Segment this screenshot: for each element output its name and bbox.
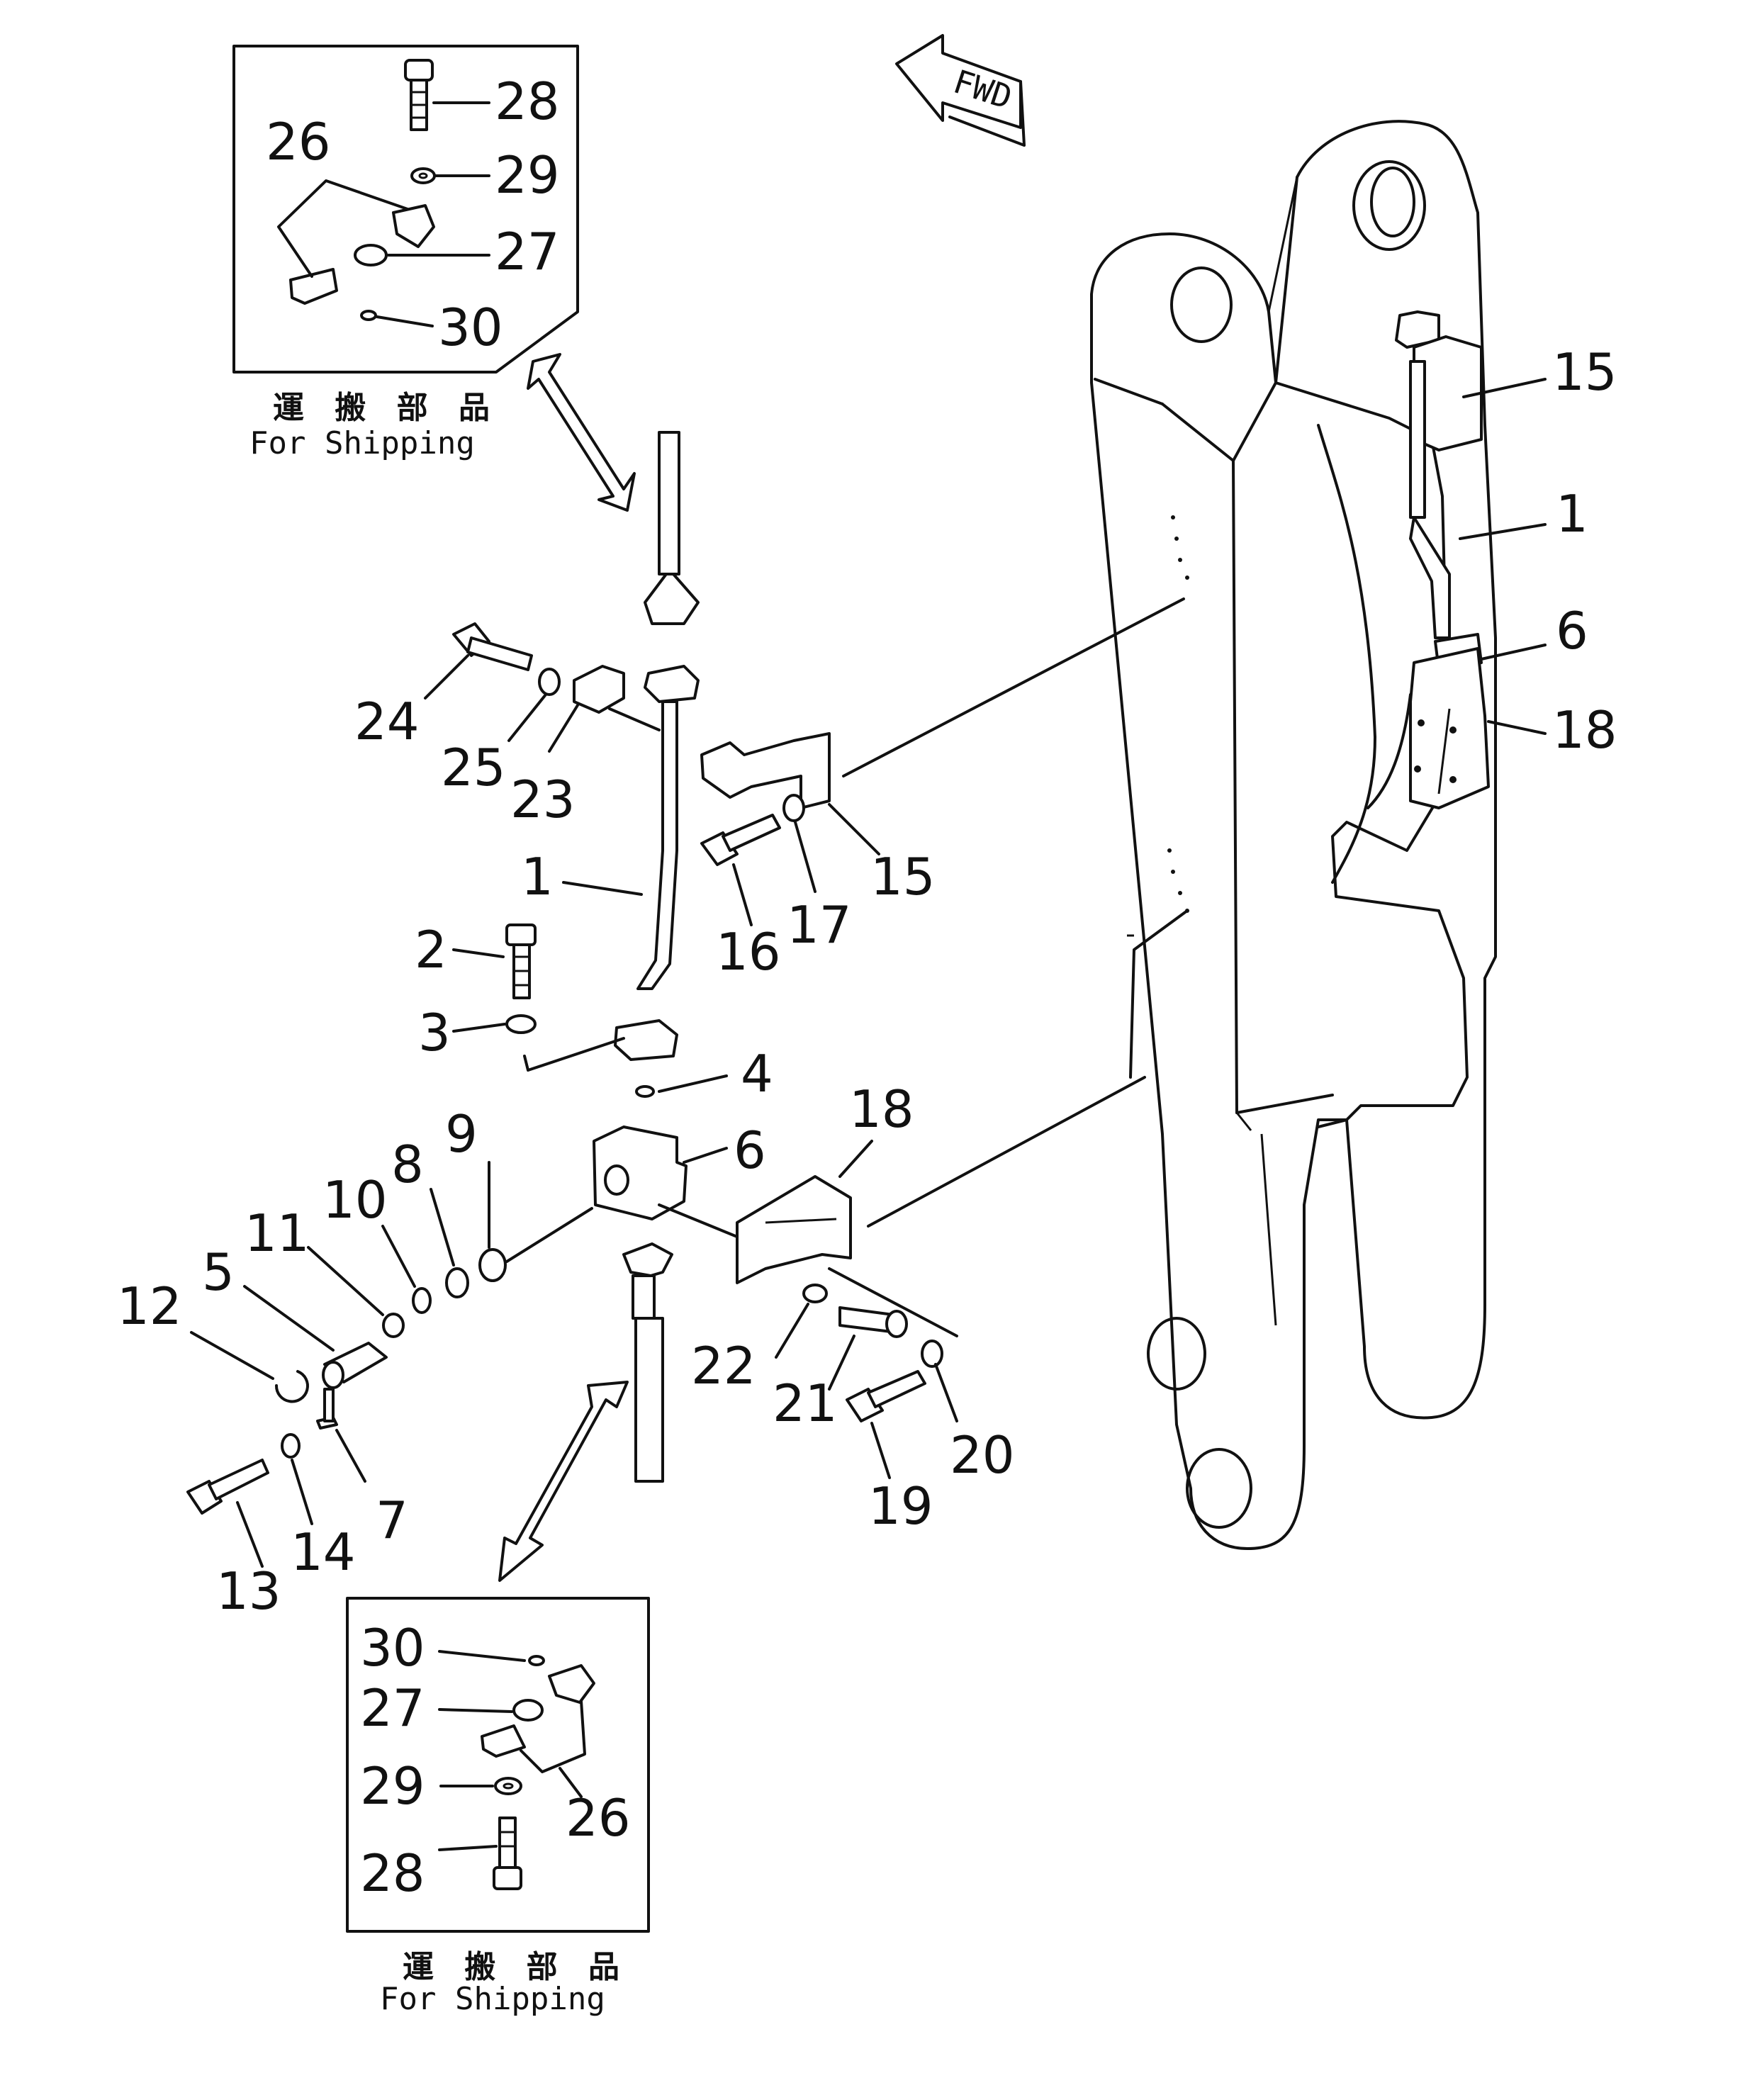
labels-lower: 9 8 10 11 5 12 6 18 22 21 20 19 7 14 13 — [117, 1079, 1015, 1621]
label-11: 11 — [245, 1203, 310, 1263]
label-16: 16 — [716, 922, 781, 982]
label-15: 15 — [870, 847, 936, 906]
label-26: 26 — [266, 112, 331, 172]
label-10: 10 — [322, 1170, 388, 1230]
label-b-29: 29 — [360, 1756, 425, 1816]
label-25: 25 — [441, 738, 506, 797]
label-boom-6: 6 — [1556, 601, 1588, 661]
shipping-box-bottom: 30 27 29 26 28 運 搬 部 品 For Shipping — [346, 1597, 650, 2017]
label-29: 29 — [495, 145, 560, 205]
fwd-arrow: FWD — [895, 34, 1026, 147]
caption-en-bottom: For Shipping — [380, 1981, 605, 2017]
caption-en-top: For Shipping — [249, 425, 475, 461]
label-27: 27 — [495, 222, 560, 281]
label-19: 19 — [868, 1476, 933, 1536]
label-1: 1 — [521, 847, 554, 906]
label-boom-18: 18 — [1552, 700, 1617, 760]
label-3: 3 — [418, 1003, 451, 1062]
boom-arm: 15 1 6 18 — [1090, 120, 1617, 1550]
double-arrow-top — [527, 353, 636, 512]
label-2: 2 — [415, 920, 447, 979]
lower-valve-assembly — [186, 1076, 1146, 1568]
label-22: 22 — [691, 1336, 756, 1396]
label-boom-1: 1 — [1556, 484, 1588, 544]
label-18: 18 — [849, 1079, 914, 1139]
label-6: 6 — [734, 1121, 766, 1180]
label-28: 28 — [495, 72, 560, 131]
double-arrow-bottom — [498, 1381, 629, 1582]
shipping-box-top: 28 29 26 27 30 運 搬 部 品 For Shipping — [232, 45, 579, 461]
label-5: 5 — [202, 1242, 235, 1302]
label-21: 21 — [773, 1374, 838, 1433]
label-4: 4 — [741, 1044, 773, 1104]
label-20: 20 — [950, 1425, 1015, 1485]
label-8: 8 — [391, 1135, 424, 1194]
caption-ja-top: 運 搬 部 品 — [273, 390, 500, 426]
label-b-28: 28 — [360, 1843, 425, 1903]
labels-upper: 24 25 23 1 15 16 17 2 3 4 — [354, 692, 936, 1104]
label-23: 23 — [510, 770, 576, 829]
label-boom-15: 15 — [1552, 342, 1617, 402]
label-b-30: 30 — [360, 1618, 425, 1678]
upper-pipe-assembly — [424, 431, 1185, 1098]
label-b-27: 27 — [360, 1678, 425, 1738]
label-24: 24 — [354, 692, 420, 751]
label-17: 17 — [787, 895, 852, 955]
label-9: 9 — [445, 1104, 478, 1164]
label-b-26: 26 — [566, 1788, 631, 1848]
label-13: 13 — [216, 1561, 281, 1621]
label-12: 12 — [117, 1276, 182, 1336]
label-7: 7 — [376, 1490, 408, 1550]
caption-ja-bottom: 運 搬 部 品 — [403, 1949, 629, 1985]
label-30: 30 — [438, 298, 503, 357]
label-14: 14 — [291, 1522, 356, 1582]
